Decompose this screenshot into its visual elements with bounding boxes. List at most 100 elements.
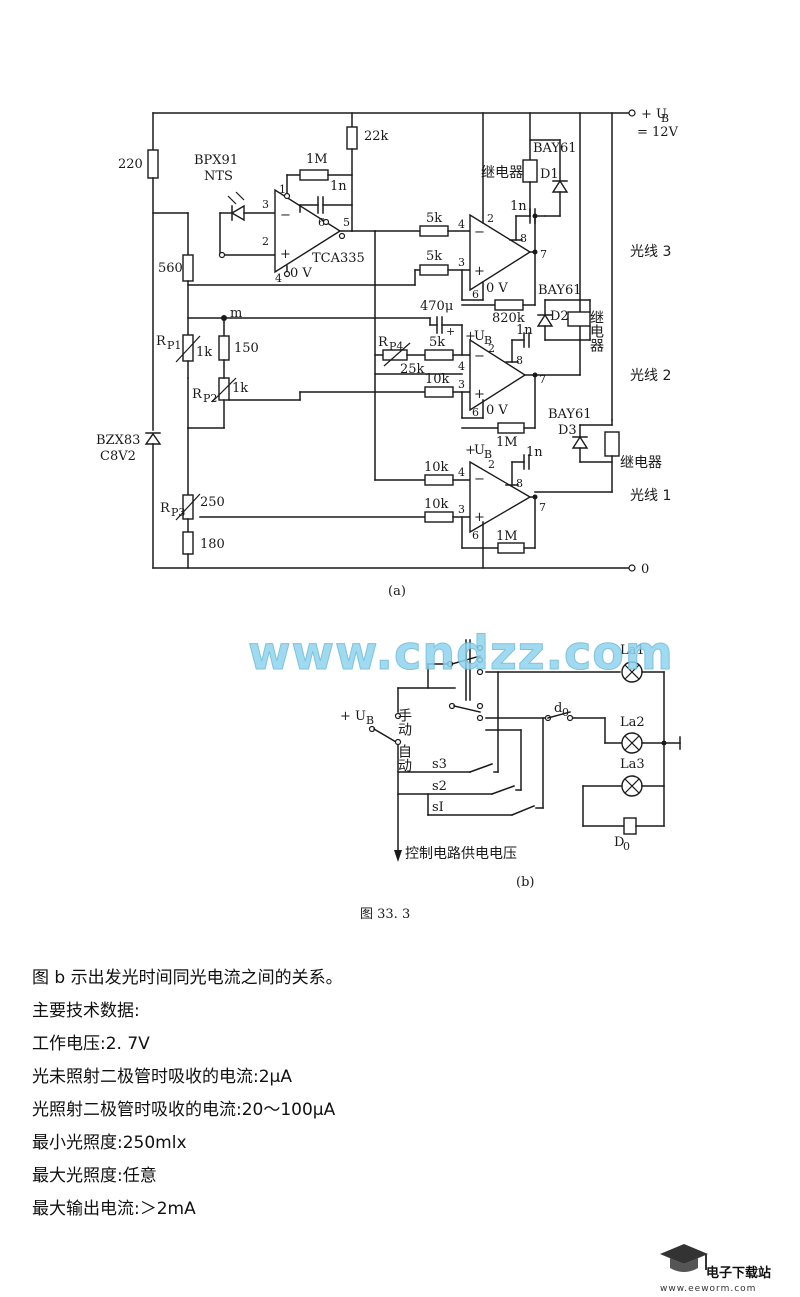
- resistor-560: [182, 254, 194, 282]
- svg-text:La1: La1: [620, 643, 645, 658]
- svg-text:1k: 1k: [232, 381, 248, 396]
- svg-text:5: 5: [343, 216, 350, 229]
- resistor-10k-c: [424, 511, 454, 523]
- svg-text:R: R: [192, 387, 203, 402]
- svg-text:P4: P4: [389, 340, 403, 353]
- svg-text:−: −: [474, 472, 485, 487]
- svg-text:1M: 1M: [496, 435, 518, 450]
- svg-text:5k: 5k: [429, 335, 445, 350]
- svg-text:D: D: [614, 835, 624, 850]
- svg-text:R: R: [156, 334, 167, 349]
- svg-text:继电器: 继电器: [620, 455, 662, 471]
- svg-text:3: 3: [458, 503, 465, 516]
- figure-a-caption: (a): [388, 584, 406, 599]
- svg-text:s3: s3: [432, 757, 447, 772]
- svg-text:BPX91: BPX91: [194, 153, 238, 168]
- svg-text:220: 220: [118, 157, 143, 172]
- ground-terminal: [628, 564, 636, 572]
- svg-text:8: 8: [516, 354, 523, 367]
- svg-text:6: 6: [472, 529, 479, 542]
- potentiometer-rp1: [182, 334, 194, 362]
- relay-coil-mid: [567, 311, 591, 327]
- svg-text:3: 3: [458, 256, 465, 269]
- resistor-5k-b: [419, 264, 449, 276]
- svg-text:180: 180: [200, 537, 225, 552]
- svg-text:R: R: [378, 335, 389, 350]
- svg-text:820k: 820k: [492, 311, 525, 326]
- svg-text:+: +: [474, 387, 485, 402]
- logo-url: www.eeworm.com: [660, 1284, 757, 1294]
- graduation-cap-icon: [660, 1244, 708, 1272]
- svg-text:BAY61: BAY61: [548, 407, 592, 422]
- svg-text:R: R: [160, 501, 171, 516]
- photodiode-bpx91: [230, 204, 245, 222]
- svg-text:10k: 10k: [424, 497, 449, 512]
- body-text: 图 b 示出发光时间同光电流之间的关系。 主要技术数据: 工作电压:2. 7V …: [32, 962, 752, 1226]
- svg-text:1n: 1n: [510, 199, 527, 214]
- svg-text:U: U: [474, 443, 485, 458]
- logo-name: 电子下载站: [706, 1266, 772, 1281]
- svg-text:2: 2: [487, 212, 494, 225]
- supply-label: + U: [641, 107, 667, 122]
- svg-text:B: B: [484, 448, 492, 461]
- watermark: www.cndzz.com: [248, 626, 674, 681]
- body-line: 工作电压:2. 7V: [32, 1034, 150, 1054]
- resistor-1m-low: [497, 542, 525, 554]
- light-line-2-label: 光线 2: [630, 368, 671, 384]
- zener-diode-bzx83: [144, 432, 162, 445]
- svg-text:La3: La3: [620, 757, 645, 772]
- light-line-3-label: 光线 3: [630, 244, 671, 260]
- auto-mode-label: 自动: [396, 744, 412, 773]
- relay-coil-top: [522, 159, 538, 183]
- svg-text:B: B: [484, 334, 492, 347]
- supply-value: = 12V: [637, 125, 679, 140]
- svg-text:0 V: 0 V: [486, 281, 508, 296]
- svg-text:B: B: [366, 714, 374, 727]
- resistor-22k: [346, 126, 358, 150]
- svg-text:继电器: 继电器: [481, 165, 523, 181]
- svg-text:−: −: [474, 225, 485, 240]
- svg-text:1n: 1n: [516, 323, 533, 338]
- svg-text:NTS: NTS: [204, 169, 233, 184]
- svg-text:1M: 1M: [306, 152, 328, 167]
- op-amp-tca335: [274, 188, 342, 274]
- svg-text:P3: P3: [171, 506, 185, 519]
- svg-text:4: 4: [275, 272, 282, 285]
- figure-b-caption: (b): [516, 875, 534, 890]
- svg-text:4: 4: [458, 218, 465, 231]
- op-amp-2: [469, 338, 527, 412]
- svg-text:1n: 1n: [330, 179, 347, 194]
- potentiometer-rp2: [218, 377, 230, 401]
- svg-text:250: 250: [200, 495, 225, 510]
- resistor-10k-a: [424, 386, 454, 398]
- svg-text:C8V2: C8V2: [100, 449, 136, 464]
- supply-note: 控制电路供电电压: [405, 846, 517, 862]
- body-line: 最大光照度:任意: [32, 1166, 157, 1186]
- light-line-1-label: 光线 1: [630, 488, 671, 504]
- svg-text:1: 1: [279, 183, 286, 196]
- svg-text:U: U: [474, 329, 485, 344]
- svg-text:2: 2: [488, 458, 495, 471]
- svg-text:4: 4: [458, 466, 465, 479]
- svg-text:D1: D1: [540, 167, 559, 182]
- figure-a: + U B = 12V 0 220 BZX83 C8V2 560 R P1 1k…: [96, 107, 679, 599]
- supply-terminal: [628, 109, 636, 117]
- resistor-10k-b: [424, 474, 454, 486]
- resistor-220: [147, 149, 159, 179]
- svg-text:10k: 10k: [425, 372, 450, 387]
- relay-d0: [623, 817, 637, 835]
- relay-coil-low: [604, 431, 620, 457]
- resistor-5k-a: [419, 225, 449, 237]
- op-amp-3: [469, 460, 532, 534]
- svg-text:6: 6: [318, 216, 325, 229]
- diode-d3: [571, 435, 589, 449]
- svg-text:+: +: [465, 443, 476, 458]
- circuit-diagram: + U B = 12V 0 220 BZX83 C8V2 560 R P1 1k…: [96, 107, 681, 890]
- svg-text:P2: P2: [203, 392, 217, 405]
- svg-text:BZX83: BZX83: [96, 433, 140, 448]
- svg-text:10k: 10k: [424, 460, 449, 475]
- body-line: 光照射二极管时吸收的电流:20～100μA: [32, 1100, 336, 1120]
- svg-text:7: 7: [539, 501, 546, 514]
- svg-text:6: 6: [472, 406, 479, 419]
